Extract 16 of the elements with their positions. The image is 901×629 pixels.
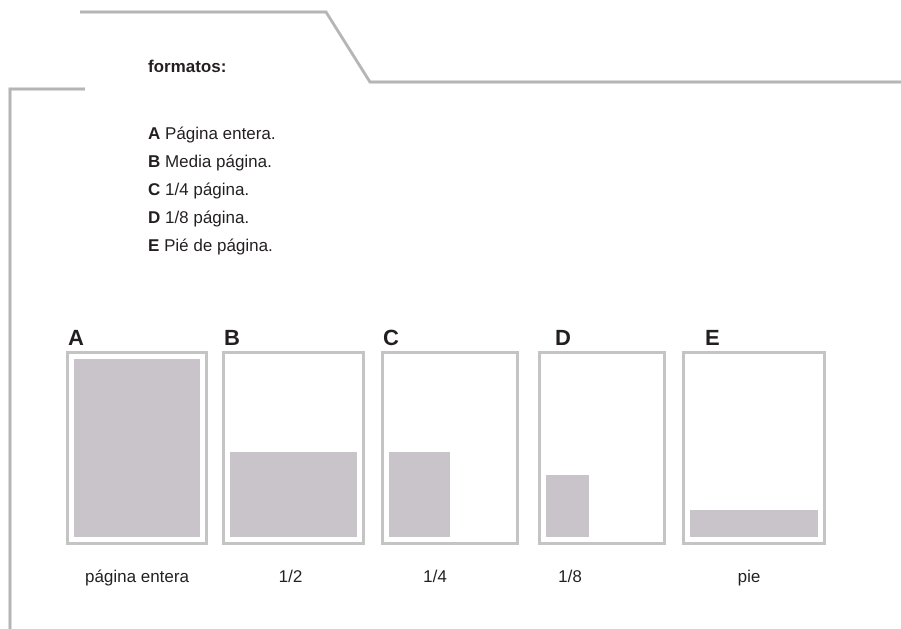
format-caption: pie: [738, 566, 760, 588]
title: formatos:: [148, 56, 226, 78]
format-letter: D: [555, 326, 571, 350]
list-item: B Media página.: [148, 151, 273, 173]
format-caption: 1/2: [278, 566, 302, 588]
list-item: A Página entera.: [148, 123, 276, 145]
list-item: C 1/4 página.: [148, 179, 250, 201]
list-item: D 1/8 página.: [148, 207, 250, 229]
format-caption: página entera: [85, 566, 189, 588]
format-letter: C: [383, 326, 399, 350]
format-caption: 1/8: [558, 566, 582, 588]
format-letter: A: [68, 326, 84, 350]
format-letter: B: [224, 326, 240, 350]
list-item: E Pié de página.: [148, 235, 274, 257]
format-caption: 1/4: [423, 566, 447, 588]
format-letter: E: [705, 326, 720, 350]
